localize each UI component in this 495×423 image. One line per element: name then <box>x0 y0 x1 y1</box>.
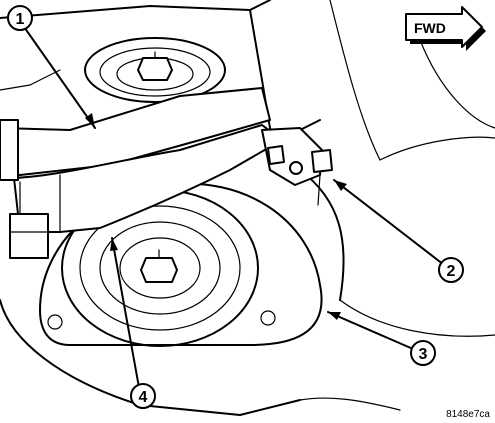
callout-1: 1 <box>7 5 33 31</box>
callout-3: 3 <box>410 340 436 366</box>
leader-arrow-4 <box>110 238 118 251</box>
leader-arrow-2 <box>334 180 347 191</box>
leader-arrow-3 <box>328 312 341 320</box>
leader-line-2 <box>333 179 449 269</box>
upper-spring-seat <box>84 37 226 103</box>
callout-number: 2 <box>447 263 456 280</box>
callout-4: 4 <box>130 383 156 409</box>
leader-line-4 <box>111 237 141 394</box>
leader-arrow-1 <box>85 113 95 128</box>
leader-line-3 <box>327 311 421 353</box>
ball-joint-bracket <box>261 127 333 206</box>
fwd-direction-arrow: FWD <box>405 6 486 51</box>
callout-number: 1 <box>16 11 25 28</box>
callout-number: 3 <box>419 346 428 363</box>
upper-control-arm <box>0 87 283 259</box>
leader-lines <box>21 23 449 394</box>
callout-2: 2 <box>438 257 464 283</box>
fwd-label: FWD <box>414 20 446 36</box>
leader-line-1 <box>21 23 96 129</box>
figure-code: 8148e7ca <box>446 409 490 420</box>
callout-number: 4 <box>139 389 148 406</box>
